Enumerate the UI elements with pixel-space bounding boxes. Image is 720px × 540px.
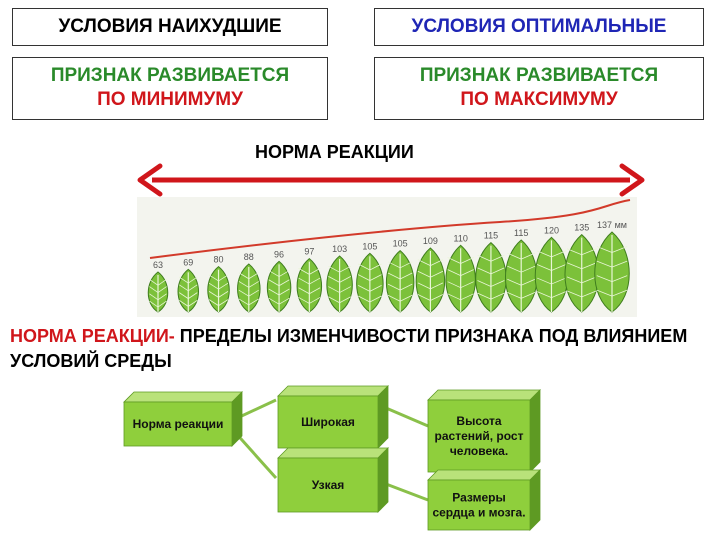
leaf	[534, 236, 569, 313]
leaf-size-label: 137 мм	[597, 220, 627, 230]
leaf	[445, 244, 476, 313]
trait-max-line2: ПО МАКСИМУМУ	[460, 89, 618, 110]
leaf	[415, 247, 446, 313]
growth-curve	[149, 199, 631, 259]
trait-max-box: ПРИЗНАК РАЗВИВАЕТСЯ ПО МАКСИМУМУ	[374, 57, 704, 120]
scheme-root: Норма реакции	[123, 391, 243, 447]
leaf-size-label: 115	[514, 228, 528, 238]
scheme-wide-example-text: человека.	[450, 444, 508, 458]
worst-conditions-box: УСЛОВИЯ НАИХУДШИЕ	[12, 8, 328, 46]
leaf-size-label: 69	[183, 257, 193, 267]
leaf-size-label: 80	[214, 255, 224, 265]
leaf	[475, 242, 507, 313]
definition: НОРМА РЕАКЦИИ- ПРЕДЕЛЫ ИЗМЕНЧИВОСТИ ПРИЗ…	[10, 324, 715, 374]
leaf-size-label: 88	[244, 252, 254, 262]
scheme-narrow-example-text: сердца и мозга.	[432, 506, 525, 520]
leaf	[177, 268, 200, 313]
leaf-size-label: 105	[362, 241, 377, 251]
scheme-root-text: Норма реакции	[133, 417, 224, 431]
scheme-wide-example-text: растений, рост	[435, 429, 524, 443]
leaf-size-label: 135	[574, 223, 589, 233]
trait-min-line1: ПРИЗНАК РАЗВИВАЕТСЯ	[50, 65, 290, 86]
leaf	[386, 250, 415, 313]
scheme-wide: Широкая	[277, 385, 389, 449]
range-arrow	[137, 163, 645, 197]
leaf-row: 63 69 80 88 96 97 103 105 105 109 110 115 115 120 135 1…	[147, 220, 630, 313]
scheme-narrow-example-text: Размеры	[452, 491, 505, 505]
leaf-size-label: 120	[544, 225, 559, 235]
norm-reaction-title: НОРМА РЕАКЦИИ	[255, 142, 414, 162]
leaf-size-label: 63	[153, 260, 163, 270]
leaf-size-label: 105	[393, 239, 408, 249]
trait-min-box: ПРИЗНАК РАЗВИВАЕТСЯ ПО МИНИМУМУ	[12, 57, 328, 120]
leaf	[326, 255, 353, 313]
leaf	[564, 234, 599, 313]
leaf	[504, 239, 538, 313]
leaf-size-label: 103	[332, 244, 347, 254]
leaf-size-label: 115	[484, 231, 498, 241]
definition-term: НОРМА РЕАКЦИИ-	[10, 326, 175, 346]
leaf	[594, 231, 630, 313]
scheme-wide-example-text: Высота	[456, 414, 501, 428]
leaf-size-label: 96	[274, 249, 284, 259]
leaf	[266, 260, 292, 313]
optimal-conditions-label: УСЛОВИЯ ОПТИМАЛЬНЫЕ	[411, 16, 667, 37]
leaf	[147, 271, 169, 313]
scheme-narrow: Узкая	[277, 447, 389, 513]
scheme-wide-text: Широкая	[301, 415, 355, 429]
scheme-narrow-text: Узкая	[312, 478, 345, 492]
leaf	[237, 263, 261, 313]
definition-text: ПРЕДЕЛЫ ИЗМЕНЧИВОСТИ ПРИЗНАКА ПОД ВЛИЯНИ…	[10, 326, 688, 371]
optimal-conditions-box: УСЛОВИЯ ОПТИМАЛЬНЫЕ	[374, 8, 704, 46]
leaf	[356, 252, 384, 313]
leaf-size-label: 109	[423, 236, 438, 246]
leaf-size-label: 97	[304, 247, 314, 257]
trait-max-line1: ПРИЗНАК РАЗВИВАЕТСЯ	[419, 65, 659, 86]
leaf	[296, 258, 322, 313]
leaf-size-label: 110	[453, 233, 467, 243]
worst-conditions-label: УСЛОВИЯ НАИХУДШИЕ	[58, 16, 282, 37]
trait-min-line2: ПО МИНИМУМУ	[97, 89, 243, 110]
leaf	[207, 266, 230, 313]
